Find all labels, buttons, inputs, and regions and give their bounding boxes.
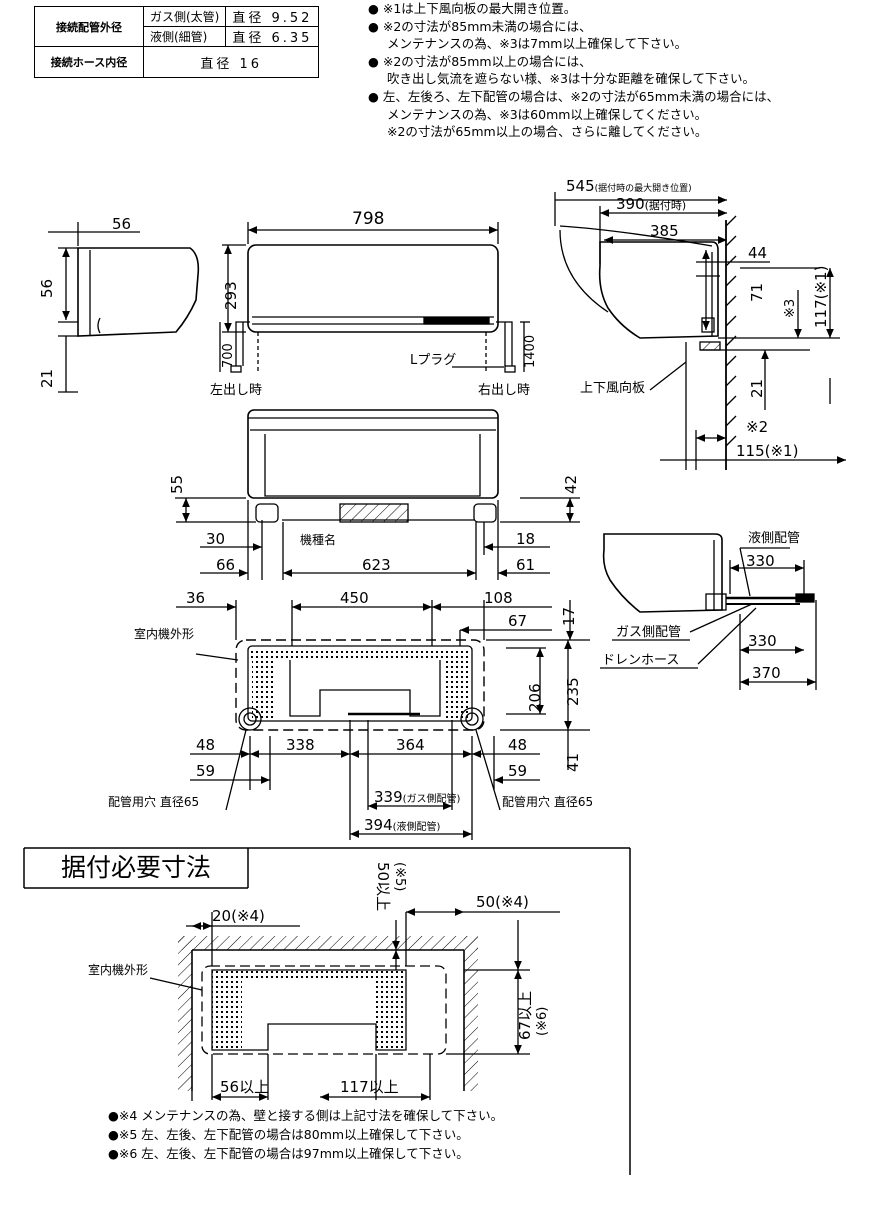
note-line: ● 左、左後ろ、左下配管の場合は、※2の寸法が65mm未満の場合には、 — [368, 88, 780, 104]
p-370-label: 370 — [752, 664, 781, 682]
gas-side-value: 直径 9.52 — [225, 6, 320, 27]
r-115-label: 115(※1) — [736, 442, 798, 460]
w-outline-label: 室内機外形 — [134, 626, 194, 641]
w-59l-label: 59 — [196, 762, 215, 780]
r-ast3-label: ※3 — [783, 299, 798, 318]
front-height-label: 293 — [222, 281, 240, 310]
install-bottom-117: 117以上 — [340, 1078, 399, 1096]
w-67-label: 67 — [508, 612, 527, 630]
install-outline: 室内機外形 — [88, 962, 148, 977]
b-18-label: 18 — [516, 530, 535, 548]
b-42-label: 42 — [562, 475, 580, 494]
right-side-view — [554, 192, 846, 470]
liquid-side-value: 直径 6.35 — [225, 26, 320, 47]
louver-label: 上下風向板 — [580, 380, 645, 396]
note-line: 吹き出し気流を遮らない様、※3は十分な距離を確保して下さい。 — [387, 71, 756, 87]
bottom-note-line: ●※5 左、左後、左下配管の場合は80mm以上確保して下さい。 — [108, 1127, 469, 1142]
side-view — [48, 222, 200, 393]
note-line: ※2の寸法が65mm以上の場合、さらに離してください。 — [387, 124, 708, 140]
right-pipe-1400-label: 1400 — [523, 335, 538, 368]
hose-value: 直径 16 — [142, 46, 320, 78]
w-59r-label: 59 — [508, 762, 527, 780]
r-21-label: 21 — [748, 379, 766, 398]
piping-side-view — [600, 533, 817, 690]
r-44-label: 44 — [748, 244, 767, 262]
w-17-label: 17 — [560, 607, 578, 626]
front-width-label: 798 — [352, 209, 384, 229]
r-390-label: 390(据付時) — [616, 195, 686, 213]
w-339-label: 339(ガス側配管) — [374, 788, 461, 806]
b-30-label: 30 — [206, 530, 225, 548]
install-top-50-note: (※5) — [392, 862, 407, 891]
install-frame — [23, 847, 631, 1175]
install-left-20: 20(※4) — [212, 907, 265, 925]
bottom-note-line: ●※4 メンテナンスの為、壁と接する側は上記寸法を確保して下さい。 — [108, 1108, 504, 1123]
b-66-label: 66 — [216, 556, 235, 574]
w-hole-right-label: 配管用穴 直径65 — [502, 794, 593, 809]
side-21-label: 21 — [38, 369, 56, 388]
note-line: ● ※2の寸法が85mm以上の場合には、 — [368, 53, 592, 69]
w-108-label: 108 — [484, 589, 513, 607]
bottom-notes: ●※4 メンテナンスの為、壁と接する側は上記寸法を確保して下さい。 ●※5 左、… — [108, 1106, 503, 1163]
r-117-label: 117(※1) — [812, 266, 830, 328]
hose-label: 接続ホース内径 — [34, 46, 144, 78]
install-right-50: 50(※4) — [476, 893, 529, 911]
r-545-label: 545(据付時の最大開き位置) — [566, 177, 692, 195]
w-364-label: 364 — [396, 736, 425, 754]
p-gas-label: ガス側配管 — [616, 625, 681, 640]
install-right-67-note: (※6) — [535, 1007, 550, 1036]
top-notes: ● ※1は上下風向板の最大開き位置。 ● ※2の寸法が85mm未満の場合には、 … — [368, 0, 779, 141]
r-71-label: 71 — [748, 283, 766, 302]
note-line: ● ※2の寸法が85mm未満の場合には、 — [368, 18, 592, 34]
w-48l-label: 48 — [196, 736, 215, 754]
conn-pipe-label: 接続配管外径 — [34, 6, 144, 47]
left-out-label: 左出し時 — [210, 383, 262, 398]
b-61-label: 61 — [516, 556, 535, 574]
bottom-view — [175, 409, 580, 580]
p-330b-label: 330 — [748, 632, 777, 650]
p-drain-label: ドレンホース — [602, 653, 679, 668]
install-top-50: 50以上 — [374, 862, 392, 911]
front-view — [219, 222, 530, 373]
install-section-title: 据付必要寸法 — [60, 853, 211, 882]
install-bottom-56: 56以上 — [220, 1078, 269, 1096]
w-450-label: 450 — [340, 589, 369, 607]
b-623-label: 623 — [362, 556, 391, 574]
note-line: メンテナンスの為、※3は7mm以上確保して下さい。 — [387, 36, 688, 52]
wall-plate-view — [176, 600, 590, 840]
gas-side-label: ガス側(太管) — [142, 6, 227, 27]
note-line: メンテナンスの為、※3は60mm以上確保してください。 — [387, 106, 708, 122]
w-hole-left-label: 配管用穴 直径65 — [108, 794, 199, 809]
side-56-label: 56 — [38, 279, 56, 298]
w-41-label: 41 — [564, 753, 582, 772]
right-out-label: 右出し時 — [478, 383, 530, 398]
left-pipe-700-label: 700 — [221, 343, 236, 368]
install-right-67: 67以上 — [516, 991, 534, 1040]
r-ast2-label: ※2 — [746, 418, 768, 436]
pipe-spec-table: 接続配管外径 ガス側(太管) 直径 9.52 液側(細管) 直径 6.35 接続… — [34, 6, 320, 78]
p-liquid-label: 液側配管 — [748, 531, 800, 546]
w-394-label: 394(液側配管) — [364, 816, 441, 834]
w-235-label: 235 — [564, 677, 582, 706]
p-330a-label: 330 — [746, 552, 775, 570]
w-338-label: 338 — [286, 736, 315, 754]
r-385-label: 385 — [650, 222, 679, 240]
w-206-label: 206 — [526, 683, 544, 712]
w-36-label: 36 — [186, 589, 205, 607]
plug-label: Lプラグ — [410, 353, 456, 368]
bottom-note-line: ●※6 左、左後、左下配管の場合は97mm以上確保して下さい。 — [108, 1146, 469, 1161]
side-depth-top-label: 56 — [112, 215, 131, 233]
b-model-label: 機種名 — [300, 532, 336, 547]
b-55-label: 55 — [168, 475, 186, 494]
note-line: ● ※1は上下風向板の最大開き位置。 — [368, 1, 577, 16]
w-48r-label: 48 — [508, 736, 527, 754]
